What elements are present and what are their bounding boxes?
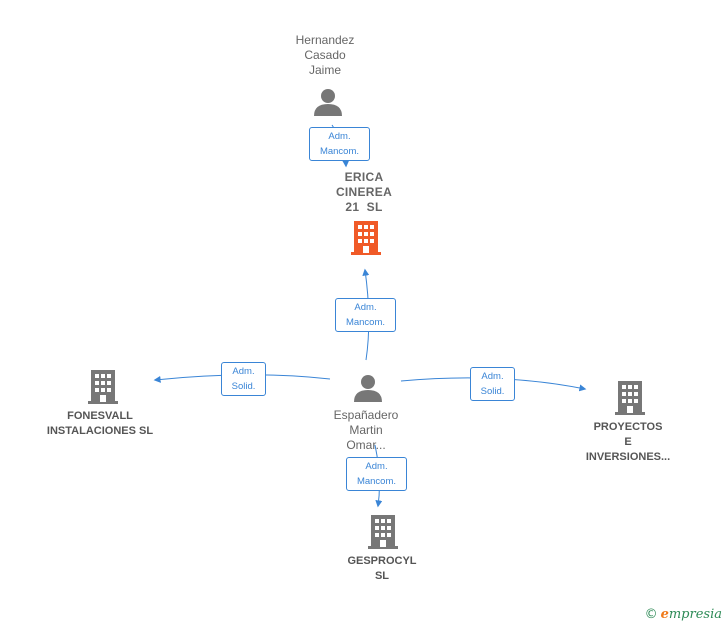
node-label-line: Martin <box>349 423 383 437</box>
node-label-line: Casado <box>304 48 346 62</box>
edge-label-espanadero-proyectos[interactable]: Adm. Solid. <box>470 367 515 401</box>
building-icon <box>615 381 645 415</box>
edge-label-espanadero-fonesvall[interactable]: Adm. Solid. <box>221 362 266 396</box>
node-label-line: E <box>624 436 632 448</box>
node-label-erica[interactable]: ERICA CINEREA 21 SL <box>324 170 404 215</box>
node-label-line: INVERSIONES... <box>585 451 671 463</box>
node-label-line: INSTALACIONES SL <box>46 425 154 437</box>
copyright-icon: © <box>644 607 658 622</box>
edge-label-hernandez-erica[interactable]: Adm. Mancom. <box>309 127 370 161</box>
node-label-line: SL <box>374 570 390 582</box>
node-label-hernandez[interactable]: Hernandez Casado Jaime <box>285 33 365 78</box>
node-label-line: GESPROCYL <box>347 555 417 567</box>
node-label-line: Españadero <box>333 408 399 422</box>
edge-label-line: Mancom. <box>345 317 386 328</box>
building-icon <box>88 370 118 404</box>
edge-label-line: Solid. <box>231 381 256 392</box>
person-icon <box>354 375 382 402</box>
brand-logo[interactable]: ©empresia <box>645 607 722 622</box>
edge-label-line: Solid. <box>480 386 505 397</box>
edge-label-line: Adm. <box>365 461 388 472</box>
person-icon <box>314 89 342 116</box>
node-label-espanadero[interactable]: Españadero Martin Omar... <box>318 408 414 453</box>
node-label-gesprocyl[interactable]: GESPROCYL SL <box>333 554 431 584</box>
node-label-line: Jaime <box>308 63 341 77</box>
building-icon-main <box>351 221 381 255</box>
building-icon <box>368 515 398 549</box>
node-label-line: Hernandez <box>295 33 355 47</box>
node-label-line: CINEREA <box>335 185 393 199</box>
edge-label-espanadero-erica[interactable]: Adm. Mancom. <box>335 298 396 332</box>
node-label-fonesvall[interactable]: FONESVALL INSTALACIONES SL <box>30 409 170 439</box>
node-label-line: PROYECTOS <box>593 421 663 433</box>
node-label-line: 21 SL <box>345 200 383 214</box>
node-label-line: Omar... <box>346 438 386 452</box>
edge-label-line: Mancom. <box>356 476 397 487</box>
brand-initial: e <box>660 607 669 622</box>
edge-label-line: Adm. <box>354 302 377 313</box>
node-label-line: ERICA <box>344 170 384 184</box>
edge-label-line: Adm. <box>481 371 504 382</box>
node-label-proyectos[interactable]: PROYECTOS E INVERSIONES... <box>573 420 683 465</box>
edge-label-line: Adm. <box>232 366 255 377</box>
edge-label-espanadero-gesprocyl[interactable]: Adm. Mancom. <box>346 457 407 491</box>
edge-label-line: Mancom. <box>319 146 360 157</box>
node-label-line: FONESVALL <box>67 410 133 422</box>
brand-name: mpresia <box>668 607 722 622</box>
edge-label-line: Adm. <box>328 131 351 142</box>
